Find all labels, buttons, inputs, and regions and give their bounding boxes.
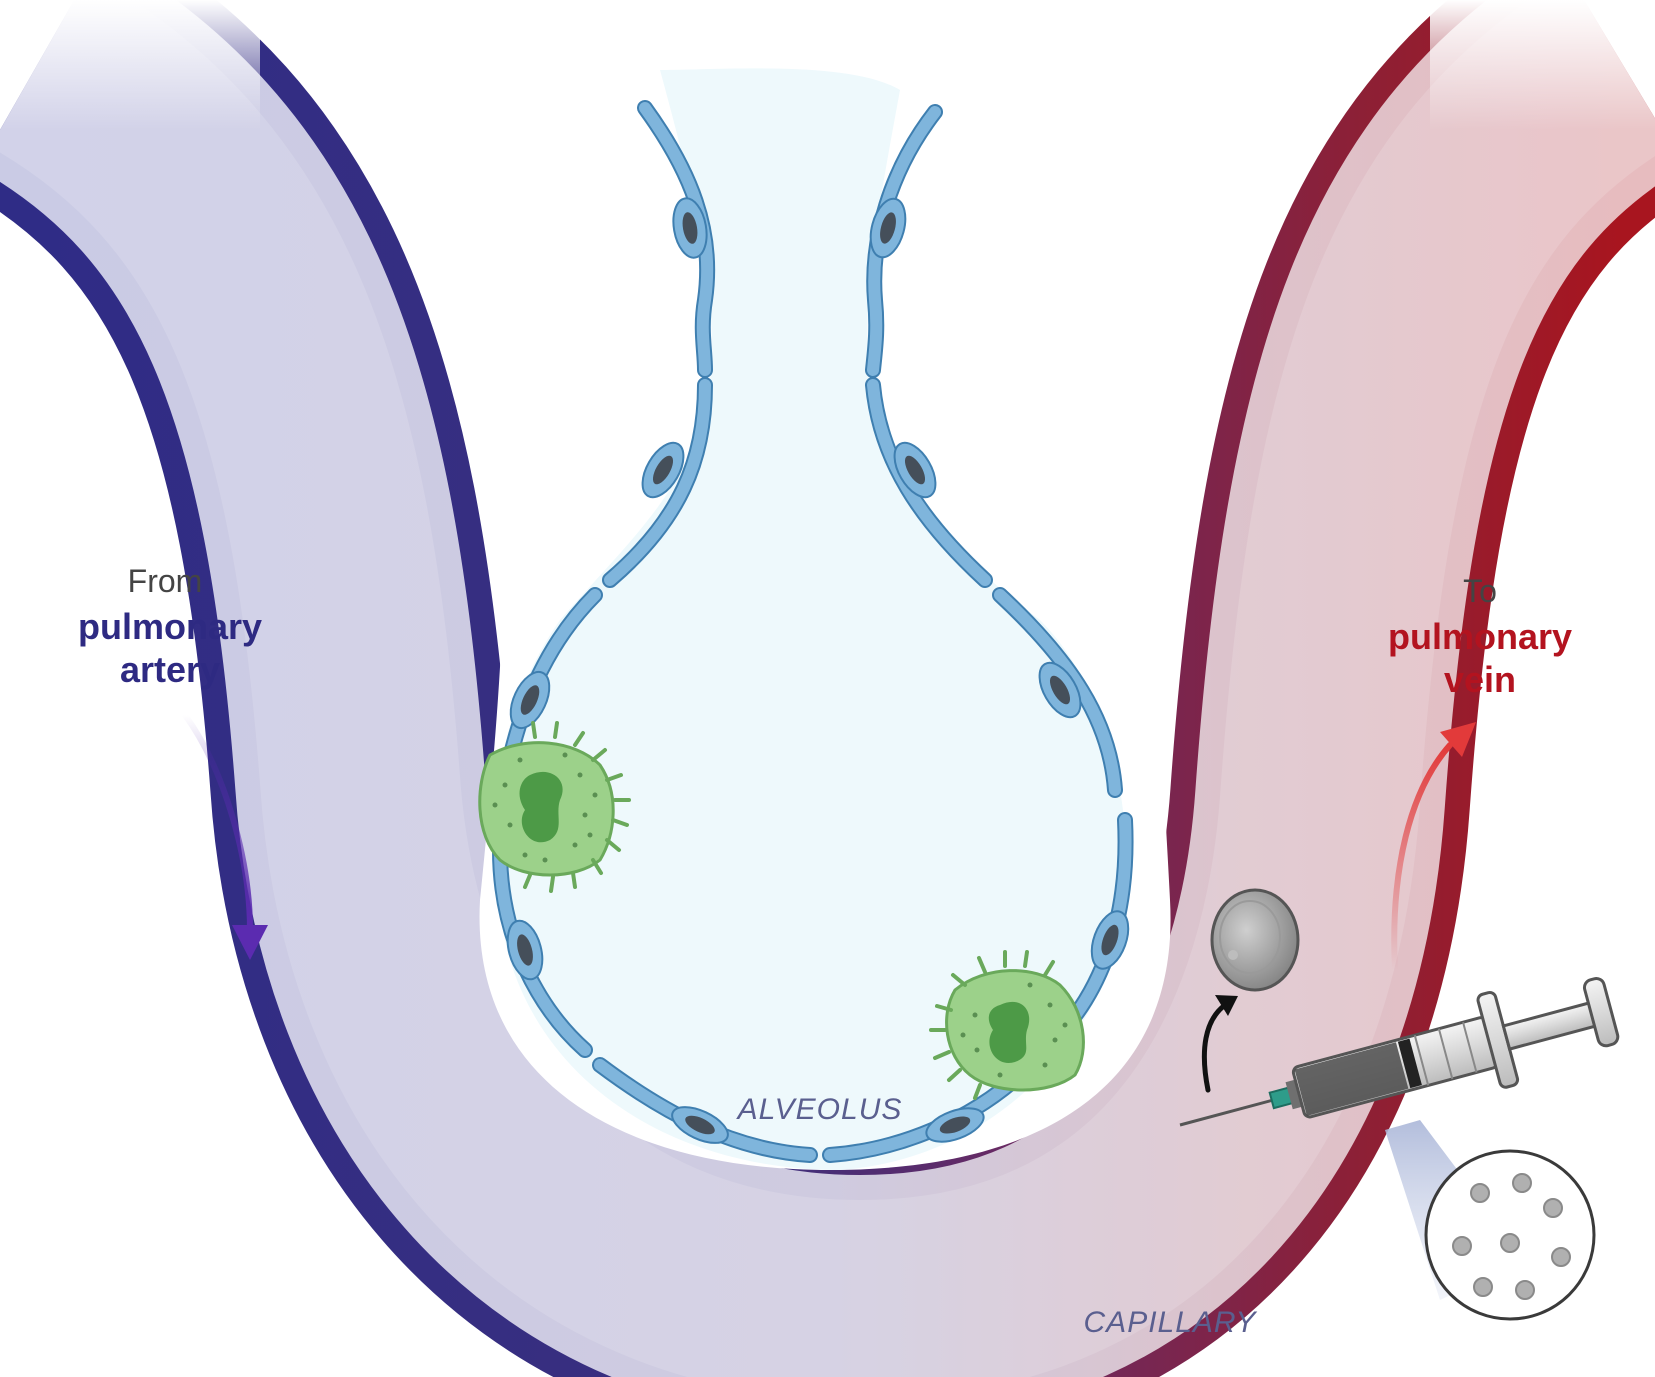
flow-arrowhead-left bbox=[232, 925, 268, 960]
fade-top-left bbox=[0, 0, 260, 130]
flow-arrow-left bbox=[182, 712, 253, 933]
cell-movement-arrowhead bbox=[1215, 995, 1238, 1016]
label-pulmonary-vein: pulmonary vein bbox=[1387, 616, 1573, 701]
flow-arrowhead-right bbox=[1440, 722, 1476, 757]
label-alveolus: ALVEOLUS bbox=[737, 1093, 903, 1126]
epithelial-nuclei bbox=[517, 212, 1119, 1135]
macrophage-icon bbox=[929, 950, 1085, 1100]
epithelial-cells bbox=[506, 197, 1130, 1144]
alveolus bbox=[478, 68, 1134, 1170]
cell-movement-arrow bbox=[1201, 1002, 1228, 1093]
macrophage-icon bbox=[478, 721, 631, 893]
injected-cell-icon bbox=[1210, 888, 1300, 992]
syringe-icon bbox=[1179, 977, 1620, 1127]
fade-top-right bbox=[1430, 0, 1655, 130]
label-capillary: CAPILLARY bbox=[1083, 1306, 1257, 1339]
microparticle-icon bbox=[1424, 1149, 1596, 1321]
flow-arrow-right bbox=[1391, 742, 1453, 973]
label-from: From bbox=[127, 563, 203, 599]
alveolus-airspace bbox=[494, 68, 1127, 1170]
label-pulmonary-artery: pulmonary artery bbox=[77, 606, 263, 691]
label-to: To bbox=[1463, 573, 1497, 609]
